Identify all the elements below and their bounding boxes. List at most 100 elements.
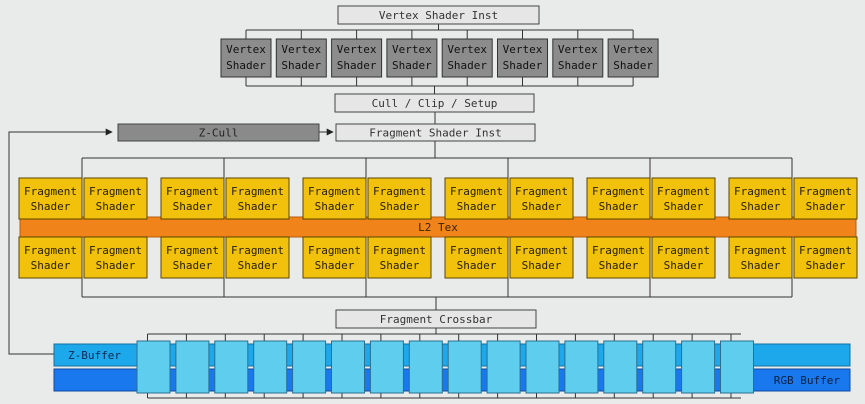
fragment-shader-text-line1: Fragment [24, 244, 77, 257]
fragment-shader-text-line1: Fragment [450, 244, 503, 257]
fragment-crossbar-label: Fragment Crossbar [380, 313, 493, 326]
memory-partition-block [564, 340, 599, 394]
vertex-shader-text-line1: Vertex [281, 43, 321, 56]
fragment-shader-text-line1: Fragment [515, 244, 568, 257]
fragment-shader-text-line2: Shader [238, 200, 278, 213]
memory-partition-block [642, 340, 677, 394]
memory-partition-block [408, 340, 443, 394]
fragment-shader-text-line2: Shader [457, 259, 497, 272]
fragment-shader-box [18, 177, 83, 220]
fragment-shader-inst-box: Fragment Shader Inst [335, 123, 536, 142]
zcull-label: Z-Cull [199, 127, 239, 140]
fragment-shader-text-line2: Shader [457, 200, 497, 213]
zbuffer-feedback-arrow [8, 128, 113, 355]
vertex-shader-text-line1: Vertex [226, 43, 266, 56]
vertex-shader-text-line2: Shader [281, 59, 321, 72]
vertex-shader-row: VertexShaderVertexShaderVertexShaderVert… [220, 38, 659, 78]
fragment-shader-grid: FragmentShaderFragmentShaderFragmentShad… [18, 177, 858, 279]
vertex-shader-text-line2: Shader [226, 59, 266, 72]
vertex-shader-box [441, 38, 493, 78]
fragment-shader-text-line2: Shader [741, 200, 781, 213]
memory-partition-block [214, 340, 249, 394]
l2-tex-label: L2 Tex [418, 221, 458, 234]
rgb-buffer-label: RGB Buffer [774, 374, 841, 387]
fragment-shader-box [444, 236, 509, 279]
vertex-shader-box [552, 38, 604, 78]
vertex-shader-text-line2: Shader [558, 59, 598, 72]
fragment-shader-text-line2: Shader [599, 200, 639, 213]
fragment-shader-inst-label: Fragment Shader Inst [369, 127, 501, 140]
fragment-shader-text-line2: Shader [96, 259, 136, 272]
fragment-shader-text-line2: Shader [741, 259, 781, 272]
fragment-shader-text-line2: Shader [315, 259, 355, 272]
fragment-shader-box [225, 177, 290, 220]
fragment-shader-box [728, 236, 793, 279]
fragment-shader-box [160, 236, 225, 279]
vertex-shader-text-line2: Shader [447, 59, 487, 72]
fragment-shader-box [728, 177, 793, 220]
vertex-shader-box [275, 38, 327, 78]
fragment-shader-text-line2: Shader [173, 200, 213, 213]
fragment-shader-text-line1: Fragment [89, 185, 142, 198]
fragment-shader-box [83, 177, 148, 220]
fragment-shader-text-line1: Fragment [657, 185, 710, 198]
fragment-shader-text-line1: Fragment [308, 244, 361, 257]
vertex-shader-text-line2: Shader [503, 59, 543, 72]
fragment-shader-box [83, 236, 148, 279]
memory-partition-block [331, 340, 365, 394]
vertex-shader-text-line2: Shader [337, 59, 377, 72]
memory-partition-block [525, 340, 560, 394]
fragment-shader-box [302, 177, 367, 220]
memory-partition-block [681, 340, 716, 394]
fragment-shader-text-line2: Shader [96, 200, 136, 213]
fragment-shader-text-line2: Shader [380, 259, 420, 272]
fragment-shader-box [509, 236, 574, 279]
fragment-shader-text-line1: Fragment [734, 185, 787, 198]
memory-partition-block [253, 340, 288, 394]
fragment-shader-box [793, 177, 858, 220]
fragment-shader-box [651, 177, 716, 220]
fragment-shader-text-line2: Shader [664, 259, 704, 272]
connector-lines [8, 24, 793, 399]
memory-partition-block [292, 340, 327, 394]
fragment-shader-text-line1: Fragment [24, 185, 77, 198]
fragment-shader-text-line1: Fragment [308, 185, 361, 198]
vertex-shader-box [331, 38, 383, 78]
fragment-shader-text-line2: Shader [31, 259, 71, 272]
fragment-shader-box [367, 177, 432, 220]
fragment-shader-box [509, 177, 574, 220]
fragment-shader-box [586, 236, 651, 279]
vertex-shader-text-line2: Shader [613, 59, 653, 72]
fragment-shader-box [586, 177, 651, 220]
vertex-shader-text-line1: Vertex [447, 43, 487, 56]
vertex-shader-inst-label: Vertex Shader Inst [379, 9, 498, 22]
fragment-shader-text-line1: Fragment [657, 244, 710, 257]
fragment-shader-text-line2: Shader [522, 200, 562, 213]
memory-partition-block [175, 340, 210, 394]
fragment-shader-box [160, 177, 225, 220]
fragment-shader-text-line1: Fragment [799, 244, 852, 257]
fragment-shader-text-line1: Fragment [450, 185, 503, 198]
fragment-shader-box [444, 177, 509, 220]
fragment-shader-box [651, 236, 716, 279]
fragment-shader-text-line2: Shader [522, 259, 562, 272]
fragment-shader-text-line1: Fragment [166, 244, 219, 257]
vertex-shader-box [386, 38, 438, 78]
vertex-shader-text-line1: Vertex [613, 43, 653, 56]
